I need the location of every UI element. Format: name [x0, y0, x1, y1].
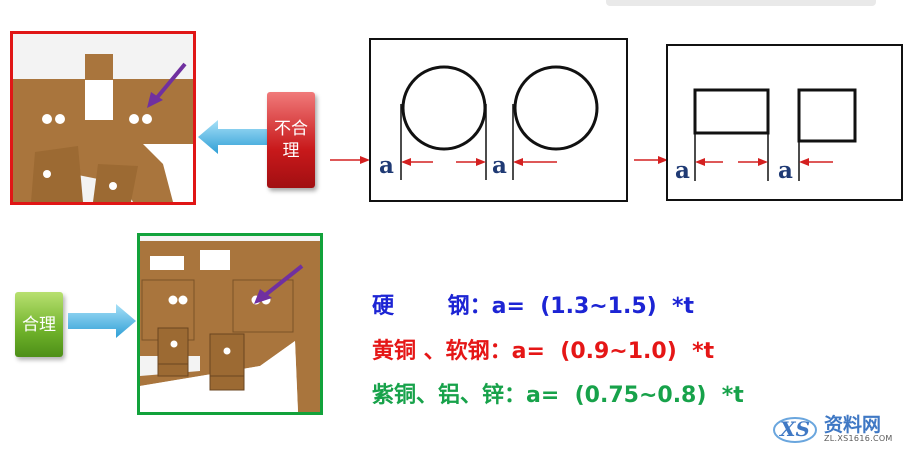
- reasonable-layout-photo: [137, 233, 323, 415]
- watermark-logo-text: XS: [778, 417, 810, 441]
- xs-logo-icon: XS: [773, 417, 817, 443]
- material-brass-soft-steel: 黄铜 、软钢：: [372, 339, 512, 364]
- expr-brass-soft-steel: a= (0.9~1.0) *t: [511, 339, 715, 364]
- sheet-strip-bad: [13, 34, 193, 202]
- sheet-strip-good: [140, 236, 320, 412]
- red-lead-arrow-icon: [330, 156, 370, 164]
- right-arrow-icon: [68, 304, 136, 338]
- reasonable-label: 合理: [22, 314, 56, 335]
- expr-hard-steel: a= (1.3~1.5) *t: [491, 294, 695, 319]
- expr-copper-aluminum-zinc: a= (0.75~0.8) *t: [526, 383, 744, 408]
- left-arrow-icon: [198, 120, 268, 154]
- circle-blank-diagram: a a: [369, 38, 628, 202]
- unreasonable-layout-photo: [10, 31, 196, 205]
- material-copper-aluminum-zinc: 紫铜、铝、锌：: [372, 383, 527, 408]
- purple-pointer-arrow-icon: [147, 62, 187, 108]
- watermark: XS 资料网 ZL.XS1616.COM: [772, 406, 904, 448]
- red-connector-arrow-icon: [634, 156, 668, 164]
- gap-label-a-3: a: [675, 157, 690, 184]
- rectangle-layout-drawing: [693, 88, 857, 181]
- gap-label-a-1: a: [379, 152, 394, 179]
- formula-brass-soft-steel: 黄铜 、软钢：a= (0.9~1.0) *t: [372, 339, 714, 365]
- top-edge-bar: [606, 0, 876, 6]
- gap-label-a-2: a: [492, 152, 507, 179]
- rectangle-blank-diagram: a a: [666, 44, 903, 201]
- formula-hard-steel: 硬 钢：a= (1.3~1.5) *t: [372, 294, 694, 320]
- circle-layout-drawing: [400, 65, 599, 180]
- watermark-url: ZL.XS1616.COM: [824, 434, 893, 443]
- reasonable-tag: 合理: [15, 292, 63, 357]
- gap-label-a-4: a: [778, 157, 793, 184]
- purple-pointer-arrow-good-icon: [254, 264, 304, 304]
- watermark-title: 资料网: [824, 414, 882, 436]
- formula-copper-aluminum-zinc: 紫铜、铝、锌：a= (0.75~0.8) *t: [372, 383, 744, 409]
- material-hard-steel: 硬 钢：: [372, 294, 492, 319]
- unreasonable-label: 不合理: [274, 119, 308, 161]
- unreasonable-tag: 不合理: [267, 92, 315, 188]
